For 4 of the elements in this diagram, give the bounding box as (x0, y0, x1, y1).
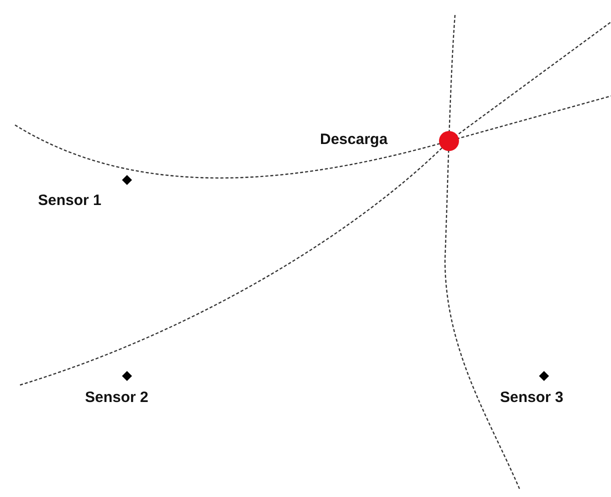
discharge-label: Descarga (320, 131, 388, 148)
sensor-label: Sensor 1 (38, 192, 102, 209)
sensor-label: Sensor 2 (85, 389, 148, 406)
sensor-label: Sensor 3 (500, 389, 564, 406)
